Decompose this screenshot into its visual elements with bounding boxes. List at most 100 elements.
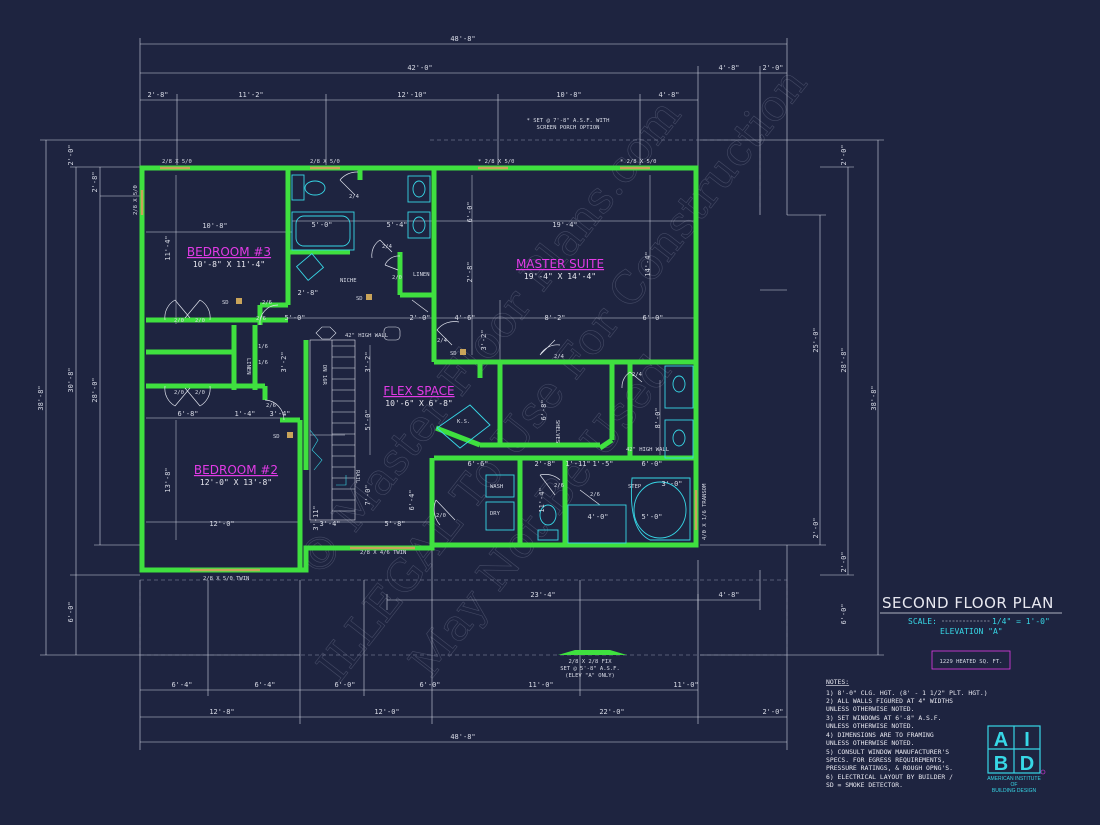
- dim-bottom-row1: 11'-0": [528, 681, 553, 689]
- dim-interior: 2'-8": [297, 289, 318, 297]
- dim-right-bot2: 2'-0": [840, 551, 848, 572]
- dim-top-row: 11'-2": [238, 91, 263, 99]
- dim-interior: 6'-8": [540, 399, 548, 420]
- wall-tag: [383, 326, 401, 341]
- dim-top-a: 42'-0": [407, 64, 432, 72]
- room-name-bedroom3: BEDROOM #3: [187, 245, 271, 259]
- dim-interior: 8'-0": [654, 407, 662, 428]
- small-labels: NICHE LINEN LINEN SD SD SD SD 42" HIGH W…: [133, 118, 708, 679]
- dim-right-b: 28'-8": [840, 347, 848, 372]
- toilet-icon: [304, 180, 326, 196]
- dry-label: DRY: [490, 511, 501, 517]
- door-tag: 2/6: [590, 492, 600, 498]
- logo-letter: D: [1020, 753, 1034, 775]
- bay-window: [558, 650, 627, 655]
- sd-label: SD: [222, 300, 229, 306]
- smoke-detector-icon: [287, 432, 293, 438]
- dryer-icon: [485, 501, 515, 531]
- fix-note-2: (ELEV "A" ONLY): [565, 673, 615, 679]
- dim-right-bot3: 6'-0": [840, 603, 848, 624]
- sink-icon: [407, 175, 431, 203]
- dim-overall-bottom: 48'-8": [450, 733, 475, 741]
- sd-label: SD: [356, 296, 363, 302]
- logo-line: OF: [1011, 782, 1018, 788]
- dim-interior: 3'-2": [280, 351, 288, 372]
- fix-window-label: 2/8 X 2/8 FIX: [568, 659, 612, 665]
- sd-label: SD: [273, 434, 280, 440]
- window-label: 2/8 X 5/0: [162, 159, 192, 165]
- dim-left-bottom: 6'-0": [67, 601, 75, 622]
- door-tag: 2/0: [174, 318, 184, 324]
- dim-right-bot1: 2'-0": [812, 517, 820, 538]
- note-line: UNLESS OTHERWISE NOTED.: [826, 739, 915, 747]
- note-line: PRESSURE RATINGS, & ROUGH OPNG'S.: [826, 764, 953, 772]
- shower-icon: [567, 504, 627, 544]
- note-line: SD = SMOKE DETECTOR.: [826, 781, 903, 789]
- heated-area-box: [931, 650, 1011, 670]
- dim-interior: 13'-8": [164, 467, 172, 492]
- master-toilet-icon: [539, 504, 557, 526]
- dim-interior: 3'-0": [661, 480, 682, 488]
- dim-interior: 4'-0": [587, 513, 608, 521]
- dim-interior: 14'-4": [644, 251, 652, 276]
- logo-letter: B: [994, 753, 1008, 775]
- dim-interior: 8'-2": [544, 314, 565, 322]
- dim-bottom-row1: 6'-4": [171, 681, 192, 689]
- dim-interior: 6'-0": [641, 460, 662, 468]
- sd-label: SD: [450, 351, 457, 357]
- dim-interior: 5'-0": [364, 409, 372, 430]
- door-tag: 2/4: [382, 244, 393, 250]
- dim-interior: 2'-0": [409, 314, 430, 322]
- dim-interior: 3'-4": [319, 520, 340, 528]
- dim-interior: 2'-8": [466, 261, 474, 282]
- dim-interior: 10'-8": [202, 222, 227, 230]
- bathtub-icon: [291, 211, 355, 251]
- wash-label: WASH: [490, 484, 503, 490]
- window-label: 2/8 X 5/0: [310, 159, 340, 165]
- dim-left-b: 30'-8": [67, 367, 75, 392]
- door-tag: 2/0: [174, 390, 184, 396]
- dim-bottom-row1: 11'-0": [673, 681, 698, 689]
- elevation-label: ELEVATION "A": [940, 627, 1003, 636]
- porch-note-2: SCREEN PORCH OPTION: [537, 125, 600, 131]
- aibd-logo: A I B D AMERICAN INSTITUTE OF BUILDING D…: [987, 725, 1046, 794]
- dim-interior: 7'-0": [364, 484, 372, 505]
- dim-interior: 19'-4": [552, 221, 577, 229]
- window-label: * 2/8 X 5/0: [478, 159, 514, 165]
- shelves-label: SHELVES: [554, 420, 560, 443]
- dim-interior: 5'-8": [384, 520, 405, 528]
- soaking-tub-icon: [630, 477, 691, 541]
- dim-top-row: 12'-10": [397, 91, 427, 99]
- dim-right-top: 2'-0": [840, 144, 848, 165]
- twin-window-label: 2/8 X 4/6 TWIN: [360, 550, 406, 556]
- niche-label: NICHE: [340, 278, 357, 284]
- logo-letter: I: [1024, 729, 1030, 751]
- room-labels: BEDROOM #3 10'-8" X 11'-4" BEDROOM #2 12…: [187, 245, 604, 487]
- high-wall-label: 42" HIGH WALL: [345, 333, 389, 339]
- linen-label: LINEN: [413, 272, 430, 278]
- smoke-detector-icon: [460, 349, 466, 355]
- ks-label: K.S.: [457, 419, 470, 425]
- logo-line: AMERICAN INSTITUTE: [987, 776, 1041, 782]
- note-line: UNLESS OTHERWISE NOTED.: [826, 722, 915, 730]
- scale-value: 1/4" = 1'-0": [992, 617, 1050, 626]
- dim-interior: 3'-2": [364, 351, 372, 372]
- note-line: 6) ELECTRICAL LAYOUT BY BUILDER /: [826, 773, 953, 781]
- walls: [139, 165, 699, 573]
- dim-left-top2: 2'-8": [91, 171, 99, 192]
- dim-top-c: 2'-0": [762, 64, 783, 72]
- dim-interior: 5'-0": [311, 221, 332, 229]
- plan-title: SECOND FLOOR PLAN: [882, 594, 1054, 612]
- dim-bottom-row2: 2'-0": [762, 708, 783, 716]
- dim-interior: 1'-5": [592, 460, 613, 468]
- fix-note-1: SET @ 5'-8" A.S.F.: [560, 666, 620, 672]
- door-tag: 2/6: [256, 316, 266, 322]
- notes: NOTES: 1) 8'-0" CLG. HGT. (8' - 1 1/2" P…: [826, 678, 988, 789]
- washer-icon: [485, 474, 515, 498]
- door-tag: 2/6: [262, 300, 272, 306]
- smoke-detectors: [236, 294, 466, 438]
- dim-interior: 11'-4": [538, 487, 546, 512]
- dim-interior: 1'-11": [565, 460, 590, 468]
- dimension-lines: [40, 38, 884, 750]
